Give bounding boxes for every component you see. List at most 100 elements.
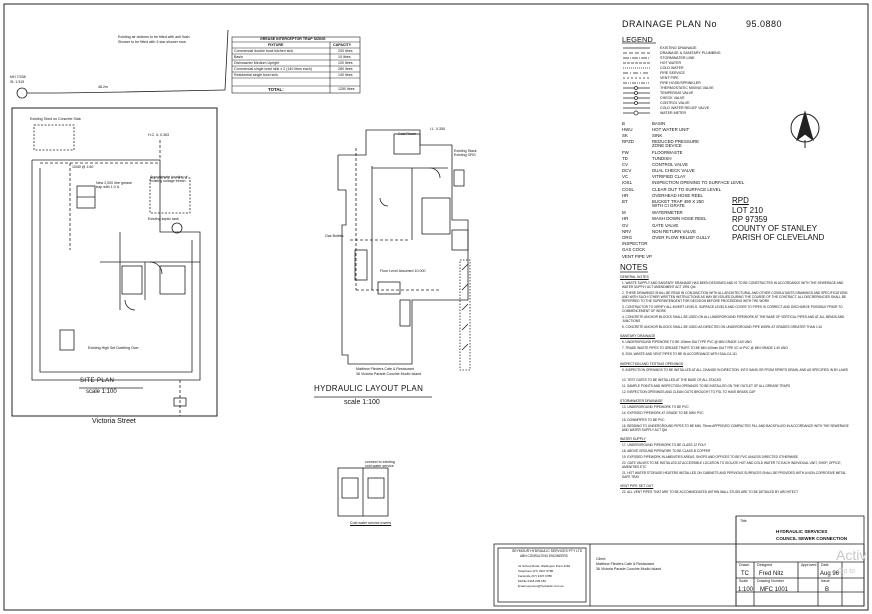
grease-table-linework (231, 36, 361, 94)
notes-item: 18. ABOVE GROUND PIPEWORK TO BE CLASS B … (622, 449, 711, 453)
notes-item: 5. CONCRETE ANCHOR BLOCKS SHALL BE USED … (622, 324, 823, 329)
abbr-text: FLOORWASTE (652, 150, 683, 155)
notice-line-2: Shower to be fitted with 3 star shower r… (118, 40, 187, 44)
drawing-number-value: MFC 1001 (760, 587, 789, 593)
mh-label: MH 7/338 (10, 75, 26, 79)
notes-item: 11. SAMPLE POINTS AND INSPECTION OPENING… (622, 383, 791, 388)
date-label: Date (821, 563, 829, 567)
title-block-linework (493, 515, 865, 607)
designed-label: Designed (757, 563, 773, 567)
notes-section-heading: STORMWATER DRAINAGE (620, 399, 663, 404)
notes-item: 6. UNDERGROUND PIPEWORK TO BE 100mm DIA … (622, 340, 752, 344)
grease-table-col-fixture: FIXTURE (268, 42, 284, 47)
abbr-code: INSPECTOR (622, 241, 648, 246)
notes-item: 15. DOWNPIPES TO BE PVC (622, 417, 665, 422)
abbr-code: B (622, 121, 625, 126)
floor-level-label: Floor Level Assumed 10.000 (380, 269, 426, 273)
abbr-code: DCV (622, 168, 632, 173)
owner-label: Matthew Flinders Cafe & Restaurant (356, 367, 414, 371)
sewer-distance: 48.2m (98, 85, 108, 89)
rpd-lot: LOT 210 (732, 206, 763, 215)
north-arrow (790, 110, 820, 148)
legend-item: STORMWATER LINE (660, 55, 695, 60)
legend-item: CONTROL VALVE (660, 100, 690, 105)
grease-table-title: GREASE INTERCEPTOR TRAP SIZING (260, 36, 326, 41)
notes-item: 7. TRADE WASTE PIPES TO GREASE TRAPS TO … (622, 346, 788, 351)
abbr-code: NRV (622, 229, 632, 234)
pipe-label: 100Ø @ 1:60 (72, 165, 94, 169)
legend-item: WATER METER (660, 110, 687, 115)
legend-item: FIRE HOSE/SPRINKLER (660, 80, 701, 85)
street-name: Victoria Street (92, 418, 136, 425)
mh-level: SL 1.915 (10, 80, 25, 84)
abbr-text: WATERMETER (652, 210, 683, 215)
activation-watermark: Activ (836, 547, 867, 563)
grease-row-fixture: Basin (234, 54, 243, 59)
abbr-code: ORG (622, 235, 633, 240)
legend-item: CHECK VALVE (660, 95, 685, 100)
hydraulic-plan-title: HYDRAULIC LAYOUT PLAN (314, 384, 424, 393)
hc-label: H.C. IL 0.363 (148, 133, 170, 137)
notes-item: 9. INSPECTION OPENINGS TO BE INSTALLED A… (622, 367, 848, 372)
legend-item: VENT PIPE (660, 75, 679, 80)
legend-item: EXISTING DRAINAGE (660, 45, 697, 50)
issue-value: B (825, 587, 830, 593)
title-underlines (79, 42, 656, 398)
grease-trap-label: New 2,000 litre grease trap with 1.0 IL (96, 181, 132, 189)
notes-title: NOTES (620, 263, 648, 272)
dwelling-label: Existing High Set Dwelling Over (88, 346, 139, 350)
client-label: Client: (596, 557, 607, 561)
company-name: SEYMOUR HYDRAULIC SERVICES PTY LTD (512, 549, 583, 553)
grease-table-total-label: TOTAL: (268, 86, 284, 92)
abbr-code: HWU (622, 127, 633, 132)
approved-label: Approved (801, 563, 817, 567)
drawn-value: TC (741, 571, 749, 577)
grease-row-capacity: 280 litres (338, 66, 353, 71)
abbr-text: TUNDISH (652, 156, 672, 161)
abbr-text: WASH DOWN HOSE REEL (652, 216, 707, 221)
legend-title: LEGEND (622, 35, 653, 44)
rpd-county: COUNTY OF STANLEY (732, 224, 818, 233)
abbr-code: GV (622, 223, 629, 228)
notes-item: 1. WASTE SUPPLY AND SANITARY DRAINAGE HA… (622, 281, 844, 289)
abbr-code: BT (622, 199, 628, 204)
notes-item: 13. UNDERGROUND PIPEWORK TO BE PVC (622, 405, 689, 410)
legend-item: THERMOSTATIC MIXING VALVE (660, 85, 714, 90)
trench-label: Approximate location of existing sullage… (150, 175, 188, 183)
grease-row-fixture: Dishwasher Medium Upright (234, 60, 280, 65)
drawing-number-label: Drawing Number (757, 579, 784, 583)
notes-section-heading: VENT PIPE SET OUT (620, 484, 654, 489)
legend-item: TEMPERING VALVE (660, 90, 694, 95)
notes-item: 4. CONCRETE ANCHOR BLOCKS SHALL BE USED … (622, 314, 845, 323)
site-plan-scale: scale 1:100 (86, 389, 117, 395)
notes-section-heading: WATER SUPPLY (620, 436, 646, 441)
company-address-line: Facsimile (07) 3207 6788 (518, 574, 552, 578)
notes-item: 22. ALL VENT PIPES THAT ARE TO BE ACCOMM… (622, 490, 799, 495)
address-label: 36 Victoria Parade Coochie Mudlo Island (356, 372, 422, 376)
abbr-code: CV (622, 162, 629, 167)
site-plan-linework (11, 29, 229, 417)
legend-linework (623, 47, 650, 116)
grease-row-capacity: 10 litres (338, 54, 351, 59)
notes-item: 20. GATE VALVES TO BE INSTALLED AT ACCES… (622, 461, 842, 470)
abbr-code: TD (622, 156, 628, 161)
grease-row-fixture: Commercial single bowl sink x 2 (140 lit… (234, 66, 312, 71)
abbr-text: NON RETURN VALVE (652, 229, 696, 234)
abbr-code: HR (622, 193, 629, 198)
rpd-parish: PARISH OF CLEVELAND (732, 233, 825, 242)
abbr-text: BASIN (652, 121, 666, 126)
abbr-code: VC (622, 174, 629, 179)
designed-value: Fred Nitz (759, 571, 784, 577)
notes-item: 17. UNDERGROUND PIPEWORK TO BE CLASS 12 … (622, 442, 707, 447)
legend-item: DRAINAGE & SANITARY PLUMBING (660, 50, 721, 55)
cold-room-label: Cold Room (398, 132, 416, 136)
detail-caption: Cold water service inserts (350, 521, 392, 525)
notes-item: 16. BEDDING TO UNDERGROUND PIPES TO BE M… (622, 423, 849, 432)
detail-note-1: connect to existing (365, 460, 395, 464)
grease-row-capacity: 200 litres (338, 48, 353, 53)
scale-label: Scale (739, 579, 748, 583)
site-plan-title: SITE PLAN (80, 378, 115, 384)
abbr-text: OVERHEAD HOSE REEL (652, 193, 703, 198)
invert-level-label: I.L. 0.355 (430, 127, 445, 131)
grease-row-fixture: Residential single bowl sink (234, 72, 278, 77)
